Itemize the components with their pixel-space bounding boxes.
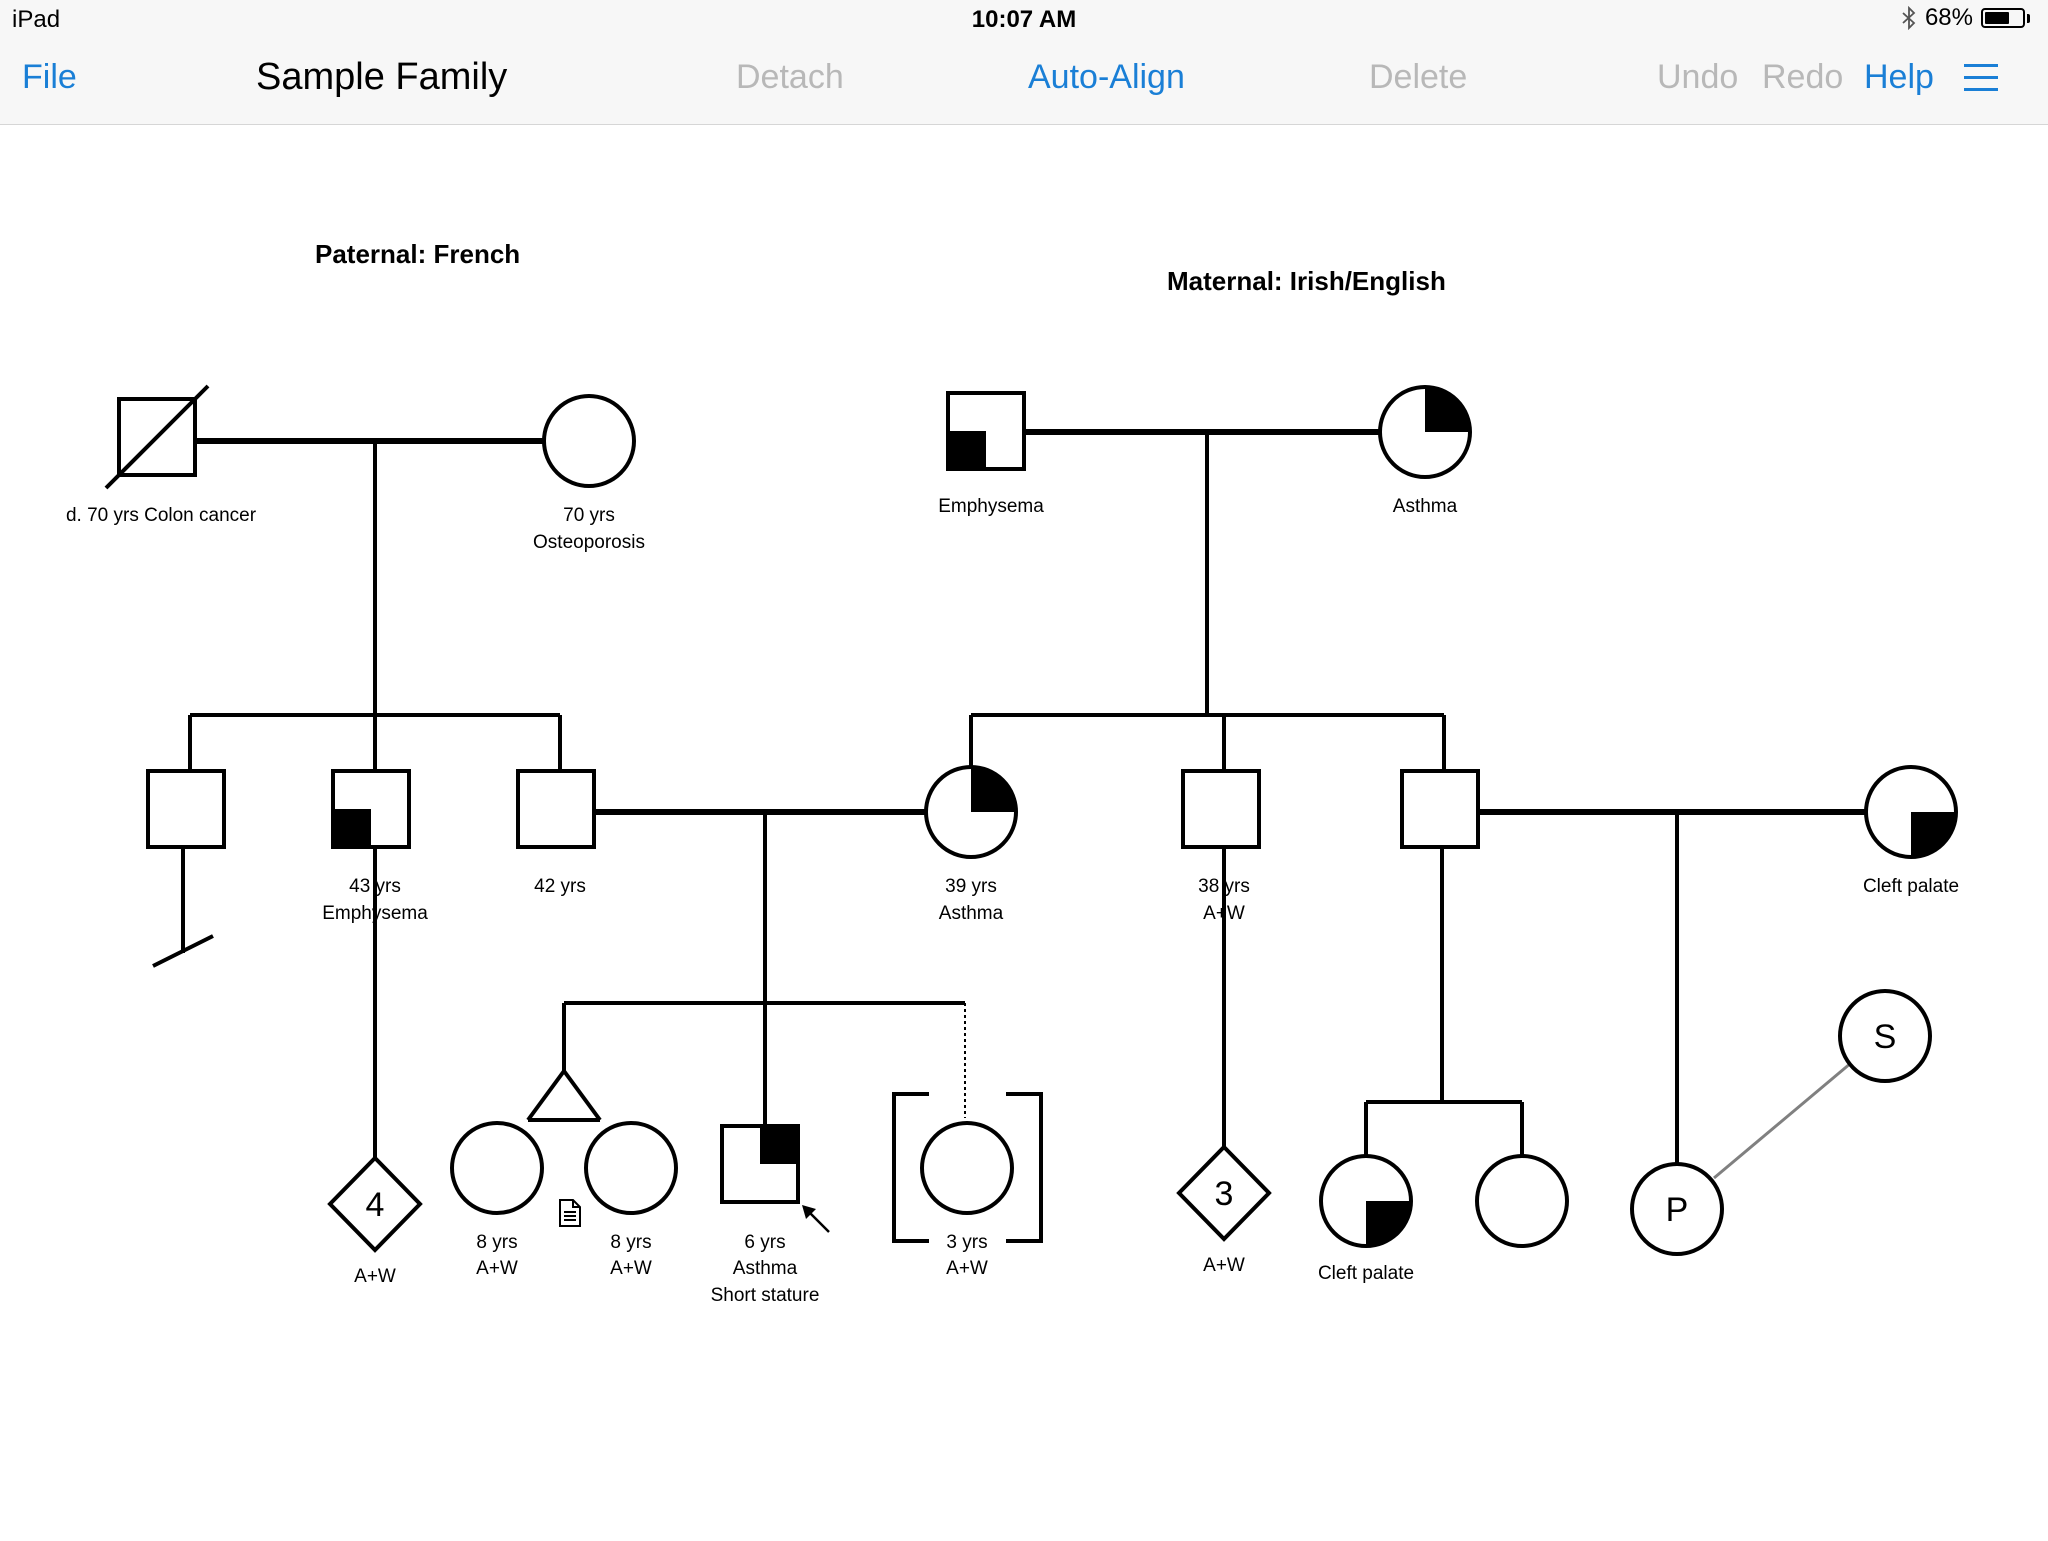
symbol-cousins-3[interactable] — [1176, 1144, 1272, 1242]
mat-grandfather-label: Emphysema — [938, 496, 1044, 517]
auto-align-button[interactable]: Auto-Align — [1028, 58, 1185, 96]
toolbar: File Sample Family Detach Auto-Align Del… — [0, 36, 2048, 125]
cousin-cleft-label: Cleft palate — [1318, 1263, 1414, 1284]
battery-percent: 68% — [1924, 4, 1973, 31]
pedigree-symbols[interactable] — [104, 384, 1958, 1256]
help-button[interactable]: Help — [1864, 58, 1934, 96]
battery-cap — [2027, 13, 2030, 23]
uncle-43-label-1: 43 yrs — [349, 876, 401, 897]
uncle-43-label-2: Emphysema — [322, 903, 428, 924]
symbol-twin-1[interactable] — [450, 1121, 544, 1215]
deceased-slash — [104, 384, 210, 490]
symbol-glyphs: 4 3 P S — [366, 1018, 1897, 1229]
symbol-father[interactable] — [516, 769, 596, 849]
device-name: iPad — [12, 6, 61, 33]
redo-button[interactable]: Redo — [1762, 58, 1844, 96]
proband-label-1: 6 yrs — [744, 1232, 785, 1253]
aunt-in-law-label: Cleft palate — [1863, 876, 1959, 897]
affected-quadrant — [760, 1126, 798, 1164]
adopted-sister-label-2: A+W — [946, 1258, 988, 1279]
symbol-uncle-38[interactable] — [1181, 769, 1261, 849]
symbol-twin-2[interactable] — [584, 1121, 678, 1215]
battery-level — [1985, 12, 2010, 24]
affected-quadrant — [333, 809, 371, 847]
twin-1-label-2: A+W — [476, 1258, 518, 1279]
undo-button[interactable]: Undo — [1657, 58, 1739, 96]
proband-arrow-icon — [802, 1205, 830, 1233]
cousins-3-count: 3 — [1215, 1175, 1234, 1213]
pedigree-canvas[interactable]: Paternal: French Maternal: Irish/English… — [0, 125, 2048, 1536]
status-bar: iPad 10:07 AM 68% — [0, 0, 2048, 36]
sibling-mark: S — [1874, 1018, 1897, 1056]
symbol-paternal-grandmother[interactable] — [542, 394, 636, 488]
bluetooth-icon — [1902, 6, 1916, 30]
mother-label-2: Asthma — [939, 903, 1004, 924]
twin-2-label-1: 8 yrs — [610, 1232, 651, 1253]
status-indicators: 68% — [1901, 4, 2030, 32]
person-annotations: d. 70 yrs Colon cancer 70 yrs Osteoporos… — [66, 496, 1959, 1306]
symbol-cousin-female[interactable] — [1475, 1154, 1569, 1248]
uncle-38-label-2: A+W — [1203, 903, 1245, 924]
pat-grandfather-label: d. 70 yrs Colon cancer — [66, 505, 257, 526]
affected-quadrant — [1366, 1201, 1411, 1246]
mother-label-1: 39 yrs — [945, 876, 997, 897]
symbol-uncle-childless[interactable] — [146, 769, 226, 849]
note-document-icon[interactable] — [559, 1199, 581, 1227]
pregnancy-mark: P — [1666, 1191, 1689, 1229]
proband-label-3: Short stature — [711, 1285, 820, 1306]
twin-2-label-2: A+W — [610, 1258, 652, 1279]
file-button[interactable]: File — [22, 58, 77, 96]
document-title: Sample Family — [256, 56, 508, 98]
symbol-pregnancy[interactable] — [1630, 1162, 1724, 1256]
adopted-sister-label-1: 3 yrs — [946, 1232, 987, 1253]
symbol-maternal-uncle[interactable] — [1400, 769, 1480, 849]
relationship-lines — [152, 429, 1866, 1243]
paternal-heading: Paternal: French — [315, 239, 520, 269]
affected-quadrant — [948, 431, 986, 469]
cousins-4-label: A+W — [354, 1266, 396, 1287]
uncle-38-label-1: 38 yrs — [1198, 876, 1250, 897]
affected-quadrant — [1911, 812, 1956, 857]
proband-label-2: Asthma — [733, 1258, 798, 1279]
delete-button[interactable]: Delete — [1369, 58, 1468, 96]
affected-quadrant — [971, 767, 1016, 812]
symbol-adopted-sister[interactable] — [920, 1121, 1014, 1215]
symbol-cousins-4[interactable] — [327, 1155, 423, 1253]
cousins-4-count: 4 — [366, 1186, 385, 1224]
battery-icon — [1981, 8, 2025, 28]
mat-grandmother-label: Asthma — [1393, 496, 1458, 517]
symbol-sibling-marker[interactable] — [1838, 989, 1932, 1083]
maternal-heading: Maternal: Irish/English — [1167, 266, 1446, 296]
father-label: 42 yrs — [534, 876, 586, 897]
pat-grandmother-label-2: Osteoporosis — [533, 532, 645, 553]
cousins-3-label: A+W — [1203, 1255, 1245, 1276]
affected-quadrant — [1425, 387, 1470, 432]
pat-grandmother-label-1: 70 yrs — [563, 505, 615, 526]
detach-button[interactable]: Detach — [736, 58, 844, 96]
hamburger-menu-icon[interactable] — [1964, 64, 1998, 92]
pedigree-diagram[interactable]: Paternal: French Maternal: Irish/English… — [0, 125, 2048, 1536]
clock: 10:07 AM — [971, 6, 1077, 33]
twin-1-label-1: 8 yrs — [476, 1232, 517, 1253]
